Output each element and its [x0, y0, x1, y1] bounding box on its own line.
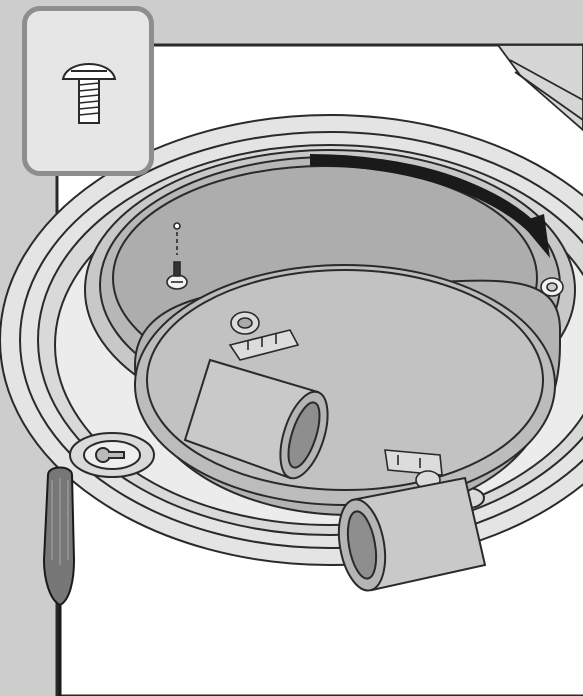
screw-inset-panel [22, 6, 154, 176]
keyhole-slot [70, 433, 154, 477]
screw-icon [27, 11, 149, 171]
